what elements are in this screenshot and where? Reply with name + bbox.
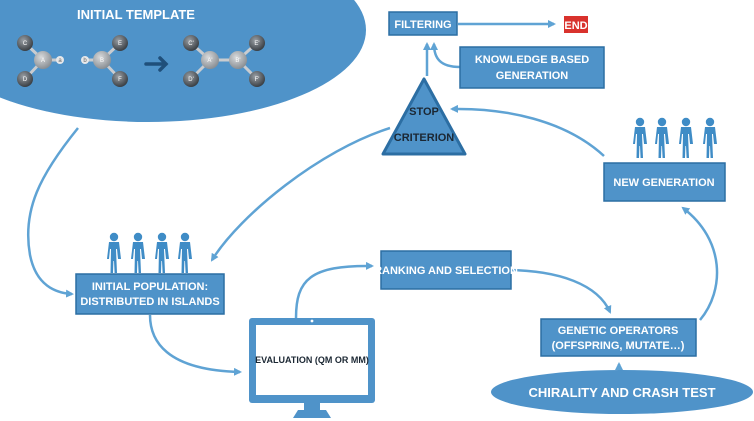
atom-label: A	[41, 58, 45, 64]
template-title: INITIAL TEMPLATE	[77, 7, 195, 22]
atom-label: a	[58, 58, 62, 64]
arrow-knowledge-to-filtering	[430, 42, 461, 69]
stop-label-2: CRITERION	[394, 132, 455, 144]
atom-label: C	[23, 41, 28, 47]
atom-label: A'	[207, 58, 212, 64]
initial-population-label-1: INITIAL POPULATION:	[92, 281, 208, 293]
arrow-template-to-population	[26, 127, 79, 298]
atom-label: C'	[188, 41, 193, 47]
molecule-left: C A a b B E D F	[17, 35, 128, 87]
genetic-label-2: (OFFSPRING, MUTATE…)	[552, 340, 685, 352]
atom-label: b	[83, 58, 87, 64]
new-generation-label: NEW GENERATION	[613, 177, 714, 189]
atom-label: B'	[235, 58, 240, 64]
atom-label: F'	[255, 77, 260, 83]
stop-label-1: STOP	[409, 106, 439, 118]
right-arrow-icon	[144, 56, 169, 72]
filtering-box	[388, 11, 458, 36]
molecule-right: C' A' B' E' D' F'	[183, 35, 265, 87]
end-badge	[564, 16, 588, 33]
people-group-icon	[107, 232, 192, 273]
arrow-evaluation-to-ranking	[294, 261, 374, 319]
stop-criterion-triangle	[381, 77, 467, 156]
arrow-population-to-evaluation	[148, 314, 242, 376]
atom-label: F	[118, 77, 122, 83]
evaluation-label: EVALUATION (QM OR MM)	[255, 355, 369, 365]
template-ellipse	[0, 0, 366, 122]
ranking-label: RANKING AND SELECTION	[374, 265, 518, 277]
atom-label: E	[118, 41, 122, 47]
arrow-ranking-to-genetic	[504, 268, 612, 314]
arrow-newgen-to-stop	[450, 104, 605, 157]
knowledge-box	[459, 46, 605, 89]
initial-population-box	[75, 273, 225, 315]
genetic-operators-box	[540, 318, 697, 357]
chirality-ellipse	[491, 370, 753, 414]
arrow-stop-to-population	[210, 126, 391, 262]
initial-population-label-2: DISTRIBUTED IN ISLANDS	[80, 296, 219, 308]
knowledge-label-1: KNOWLEDGE BASED	[475, 54, 589, 66]
arrow-genetic-to-newgen	[681, 206, 719, 321]
ranking-box	[380, 250, 512, 290]
knowledge-label-2: GENERATION	[496, 70, 569, 82]
people-group-icon	[633, 117, 717, 158]
chirality-label: CHIRALITY AND CRASH TEST	[528, 385, 715, 400]
new-generation-box	[603, 162, 726, 202]
genetic-label-1: GENETIC OPERATORS	[558, 325, 679, 337]
atom-label: D	[23, 77, 28, 83]
end-label: END	[564, 20, 587, 32]
atom-label: E'	[254, 41, 259, 47]
atom-label: D'	[188, 77, 193, 83]
filtering-label: FILTERING	[394, 19, 451, 31]
atom-label: B	[100, 58, 104, 64]
monitor-icon	[249, 318, 375, 418]
